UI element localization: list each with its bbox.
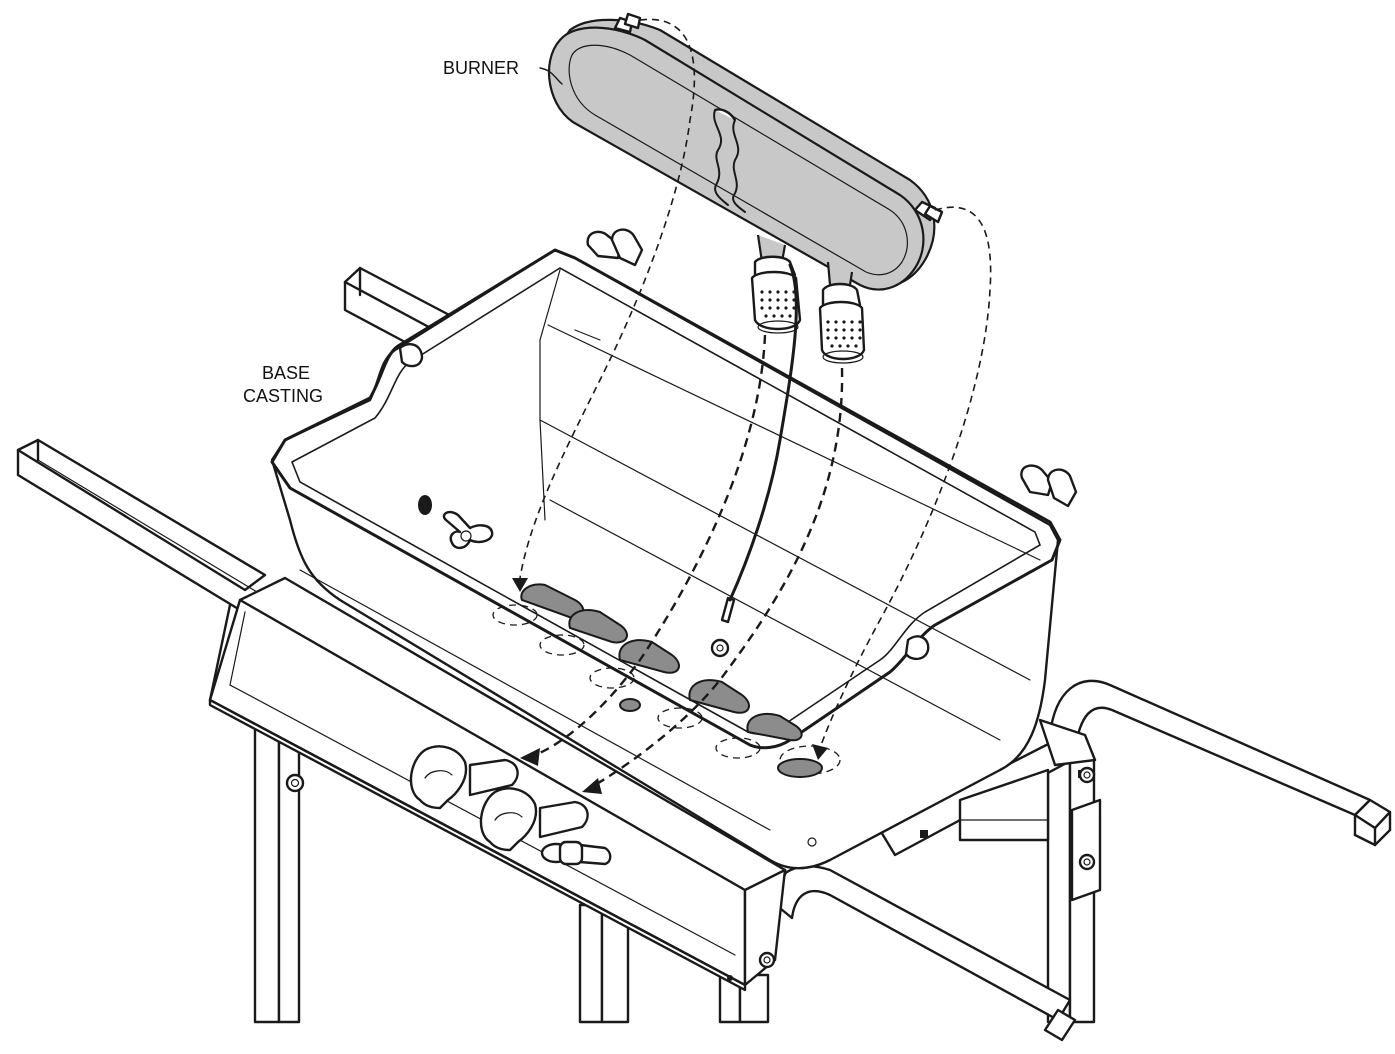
mounting-hole (418, 495, 432, 515)
burner-label: BURNER (443, 58, 519, 78)
left-legs (253, 698, 770, 1024)
labels: BURNER BASE CASTING (243, 58, 563, 406)
base-casting-label-line2: CASTING (243, 386, 323, 406)
burner-hook-left (586, 228, 644, 267)
base-casting (270, 248, 1062, 870)
leg-bolt (285, 773, 305, 793)
right-cart-frame (768, 679, 1392, 1042)
left-handle-bar (16, 438, 267, 612)
control-knob-1 (409, 745, 519, 810)
venturi-tube-right (818, 261, 866, 364)
installation-paths (512, 18, 992, 794)
vent-slots (520, 583, 803, 742)
front-right-handle (758, 951, 776, 969)
control-panel (208, 576, 787, 992)
control-knob-2 (479, 787, 589, 852)
burner-hook-right (1020, 464, 1078, 508)
igniter-button (540, 840, 612, 866)
burner (547, 12, 944, 602)
venturi-tube-left (750, 234, 802, 334)
base-casting-label-line1: BASE (262, 363, 310, 383)
wing-nut (442, 510, 494, 550)
igniter-electrode (710, 596, 736, 658)
